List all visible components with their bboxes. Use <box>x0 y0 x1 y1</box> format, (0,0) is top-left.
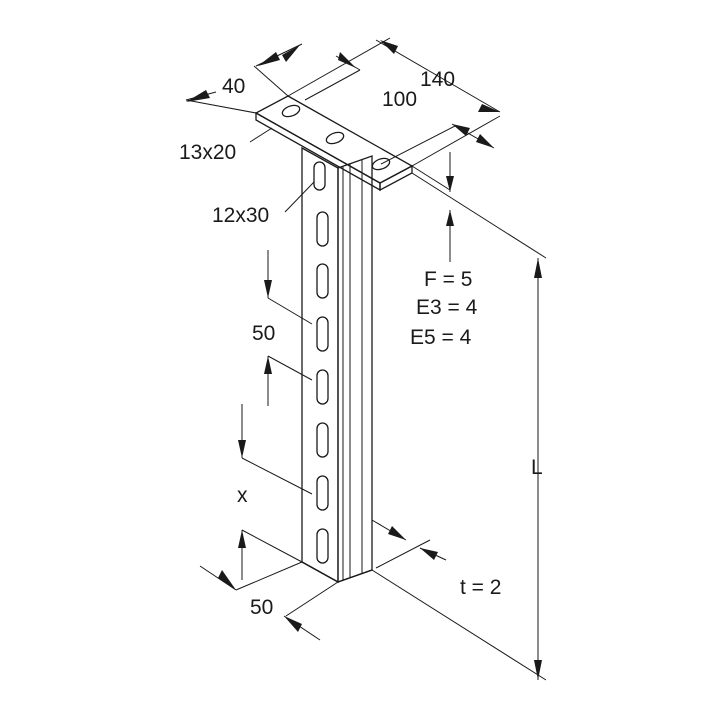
channel-profile <box>301 146 373 584</box>
label-plate-length: 140 <box>420 68 455 91</box>
label-thickness: t = 2 <box>460 576 501 599</box>
plate-hole-2 <box>325 131 345 145</box>
pitch-dimension <box>264 250 313 406</box>
mounting-plate <box>254 95 414 192</box>
profile-slots <box>313 161 329 564</box>
label-slot-pitch: 50 <box>252 322 275 345</box>
label-e3-value: E3 = 4 <box>416 296 478 319</box>
label-plate-depth: 40 <box>222 75 245 98</box>
label-hole-spacing: 100 <box>382 88 417 111</box>
x-dimension <box>238 404 313 580</box>
label-profile-slot: 12x30 <box>212 204 269 227</box>
thickness-dimension <box>371 519 447 569</box>
label-plate-hole: 13x20 <box>179 141 236 164</box>
label-offset-x: x <box>237 484 248 507</box>
f-dimension <box>411 152 547 262</box>
width-dimension <box>199 561 339 641</box>
label-f-value: F = 5 <box>424 268 472 291</box>
label-profile-width: 50 <box>250 596 273 619</box>
plate-hole-1 <box>281 104 301 118</box>
top-dimensions <box>185 37 501 167</box>
label-e5-value: E5 = 4 <box>410 326 472 349</box>
length-dimension <box>371 258 547 681</box>
label-length: L <box>531 456 543 479</box>
